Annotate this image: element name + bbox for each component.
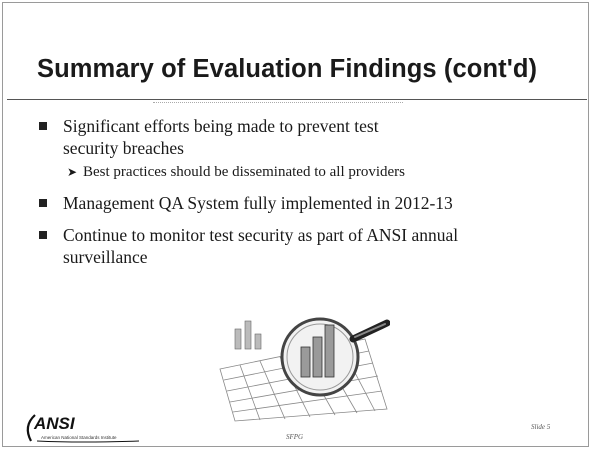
slide-number: Slide 5 (531, 423, 551, 431)
magnifying-glass-over-chart-icon (215, 299, 391, 424)
slide: Summary of Evaluation Findings (cont'd) … (2, 2, 589, 447)
sub-bullet-text: Best practices should be disseminated to… (83, 164, 406, 180)
bullet-list: Significant efforts being made to preven… (39, 115, 569, 268)
title-divider (7, 99, 587, 100)
bullet-item: Management QA System fully implemented i… (39, 192, 569, 214)
ansi-logo: ANSI American National Standards Institu… (21, 411, 151, 445)
bullet-text-line: Management QA System fully implemented i… (63, 193, 453, 213)
bullet-text-line: security breaches (63, 138, 184, 158)
bullet-text-line: surveillance (63, 247, 148, 267)
bullet-item: Significant efforts being made to preven… (39, 115, 569, 159)
logo-subtext: American National Standards Institute (41, 435, 117, 440)
logo-text: ANSI (34, 414, 75, 433)
sub-bullet-item: ➤ Best practices should be disseminated … (39, 162, 569, 182)
bullet-item: Continue to monitor test security as par… (39, 224, 569, 268)
square-bullet-icon (39, 231, 47, 239)
slide-title: Summary of Evaluation Findings (cont'd) (37, 55, 538, 83)
footer-center-text: SFPG (286, 433, 304, 441)
bullet-text-line: Significant efforts being made to preven… (63, 116, 379, 136)
arrow-bullet-icon: ➤ (67, 165, 78, 179)
bullet-text-line: Continue to monitor test security as par… (63, 225, 459, 245)
square-bullet-icon (39, 122, 47, 130)
square-bullet-icon (39, 199, 47, 207)
title-divider-dotted (153, 102, 403, 103)
